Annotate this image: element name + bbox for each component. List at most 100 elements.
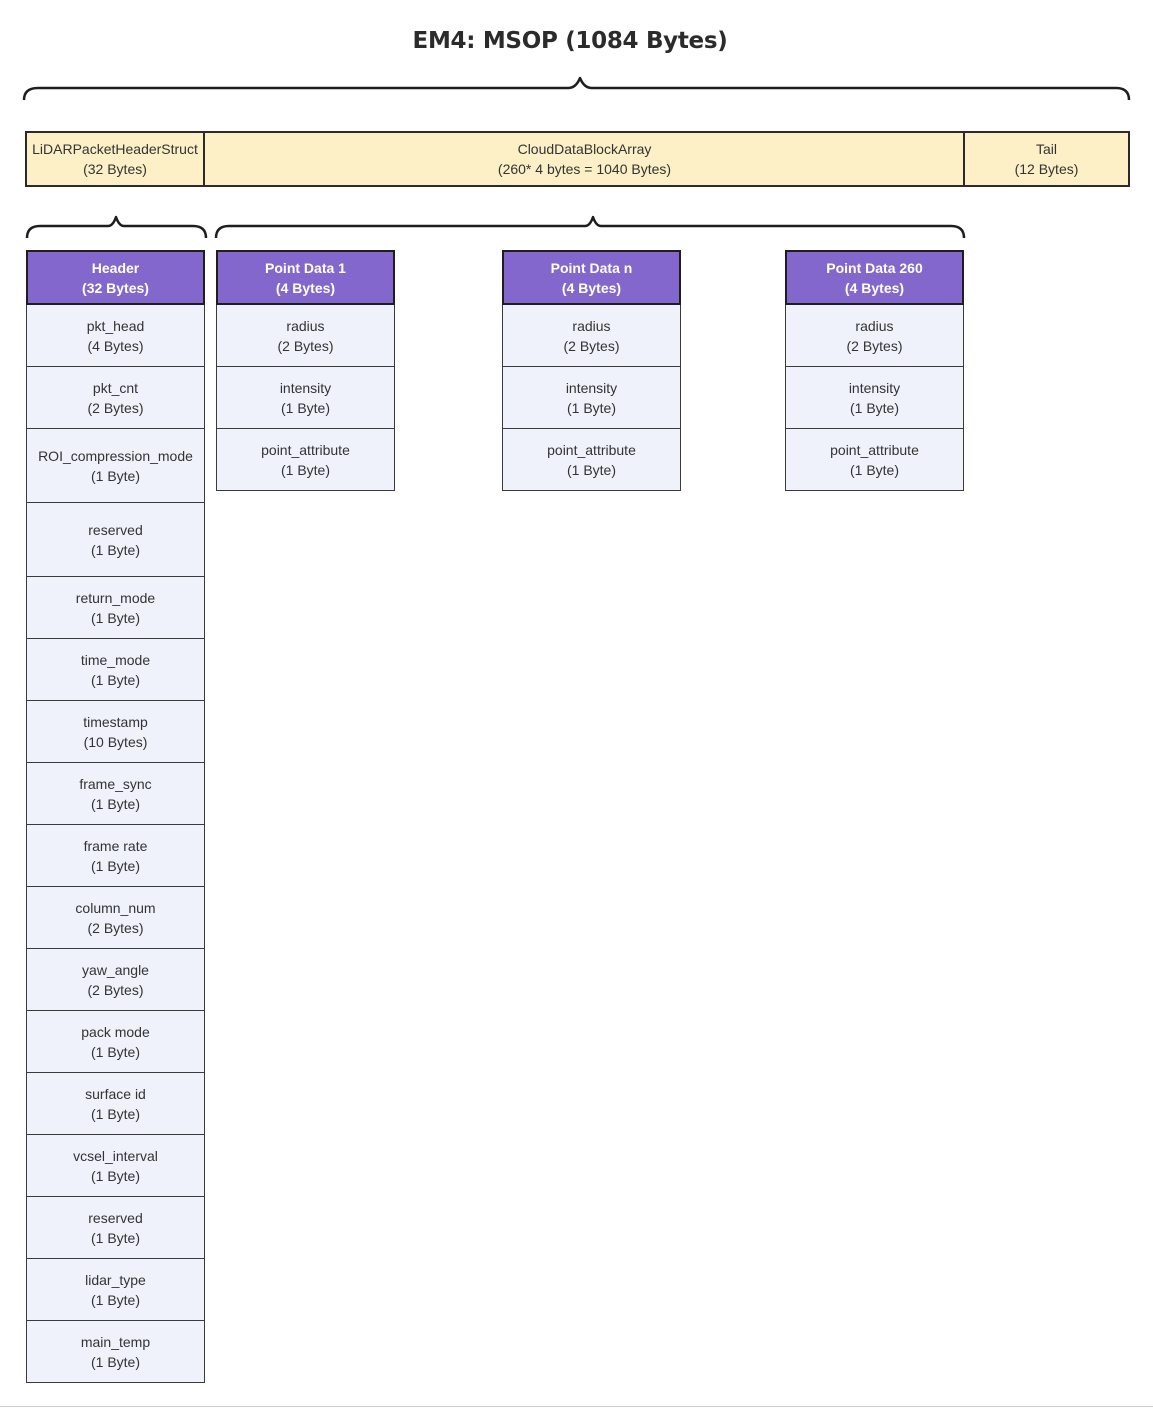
block-size: (4 Bytes): [275, 279, 336, 296]
point-data-260-column: Point Data 260 (4 Bytes) radius (2 Bytes…: [785, 250, 964, 491]
field-name: point_attribute: [547, 441, 636, 458]
diagram-title: EM4: MSOP (1084 Bytes): [412, 28, 728, 54]
field-name: frame_sync: [79, 775, 152, 792]
field-size: (1 Byte): [849, 399, 899, 416]
field-return-mode: return_mode (1 Byte): [26, 577, 205, 639]
field-size: (2 Bytes): [277, 337, 334, 354]
field-name: timestamp: [83, 713, 148, 730]
field-reserved-2: reserved (1 Byte): [26, 1197, 205, 1259]
field-size: (2 Bytes): [87, 399, 144, 416]
segment-cloud-data-block-array: CloudDataBlockArray (260* 4 bytes = 1040…: [203, 131, 966, 187]
point-data-n-column: Point Data n (4 Bytes) radius (2 Bytes) …: [502, 250, 681, 491]
point-data-260-title: Point Data 260 (4 Bytes): [785, 250, 964, 305]
field-name: intensity: [565, 379, 618, 396]
segment-name: CloudDataBlockArray: [517, 141, 652, 157]
field-name: point_attribute: [830, 441, 919, 458]
field-size: (1 Byte): [90, 671, 140, 688]
block-name: Point Data 260: [826, 259, 923, 276]
field-intensity: intensity (1 Byte): [502, 367, 681, 429]
field-name: surface id: [85, 1085, 146, 1102]
field-size: (1 Byte): [90, 541, 140, 558]
field-radius: radius (2 Bytes): [502, 305, 681, 367]
field-name: reserved: [88, 1209, 143, 1226]
field-pkt-cnt: pkt_cnt (2 Bytes): [26, 367, 205, 429]
point-data-n-title: Point Data n (4 Bytes): [502, 250, 681, 305]
field-timestamp: timestamp (10 Bytes): [26, 701, 205, 763]
block-name: Point Data n: [550, 259, 633, 276]
field-size: (2 Bytes): [87, 919, 144, 936]
field-name: lidar_type: [85, 1271, 146, 1288]
point-data-1-column: Point Data 1 (4 Bytes) radius (2 Bytes) …: [216, 250, 395, 491]
field-name: ROI_compression_mode: [38, 447, 193, 464]
field-radius: radius (2 Bytes): [785, 305, 964, 367]
field-reserved-1: reserved (1 Byte): [26, 503, 205, 577]
field-frame-rate: frame rate (1 Byte): [26, 825, 205, 887]
field-name: radius: [572, 317, 611, 334]
segment-name: LiDARPacketHeaderStruct: [32, 141, 198, 157]
field-size: (2 Bytes): [846, 337, 903, 354]
segment-size: (32 Bytes): [83, 161, 147, 177]
field-column-num: column_num (2 Bytes): [26, 887, 205, 949]
field-pkt-head: pkt_head (4 Bytes): [26, 305, 205, 367]
field-time-mode: time_mode (1 Byte): [26, 639, 205, 701]
field-name: radius: [286, 317, 325, 334]
field-pack-mode: pack mode (1 Byte): [26, 1011, 205, 1073]
segment-tail: Tail (12 Bytes): [963, 131, 1130, 187]
block-size: (4 Bytes): [844, 279, 905, 296]
field-name: intensity: [848, 379, 901, 396]
field-size: (4 Bytes): [87, 337, 144, 354]
brace-layer: [22, 76, 1131, 239]
field-name: pack mode: [81, 1023, 150, 1040]
field-size: (2 Bytes): [563, 337, 620, 354]
field-size: (1 Byte): [90, 1167, 140, 1184]
field-vcsel-interval: vcsel_interval (1 Byte): [26, 1135, 205, 1197]
field-size: (1 Byte): [90, 1353, 140, 1370]
field-size: (10 Bytes): [83, 733, 148, 750]
field-point-attribute: point_attribute (1 Byte): [785, 429, 964, 491]
field-name: intensity: [279, 379, 332, 396]
top-brace: [22, 76, 1131, 101]
field-lidar-type: lidar_type (1 Byte): [26, 1259, 205, 1321]
field-point-attribute: point_attribute (1 Byte): [502, 429, 681, 491]
field-size: (1 Byte): [566, 399, 616, 416]
field-main-temp: main_temp (1 Byte): [26, 1321, 205, 1383]
field-name: main_temp: [80, 1333, 151, 1350]
field-surface-id: surface id (1 Byte): [26, 1073, 205, 1135]
block-size: (32 Bytes): [82, 279, 149, 296]
field-name: vcsel_interval: [73, 1147, 158, 1164]
header-brace: [25, 215, 208, 239]
segment-size: (12 Bytes): [1014, 161, 1079, 177]
field-name: time_mode: [80, 651, 151, 668]
page-bottom-divider: [0, 1406, 1153, 1407]
segment-lidar-packet-header: LiDARPacketHeaderStruct (32 Bytes): [25, 131, 205, 187]
point-data-1-title: Point Data 1 (4 Bytes): [216, 250, 395, 305]
field-name: column_num: [75, 899, 156, 916]
field-yaw-angle: yaw_angle (2 Bytes): [26, 949, 205, 1011]
field-size: (1 Byte): [280, 399, 330, 416]
field-size: (1 Byte): [90, 1291, 140, 1308]
segment-size: (260* 4 bytes = 1040 Bytes): [497, 161, 672, 177]
points-brace: [214, 215, 966, 239]
field-size: (2 Bytes): [87, 981, 144, 998]
field-size: (1 Byte): [90, 1105, 140, 1122]
field-name: yaw_angle: [82, 961, 149, 978]
field-name: point_attribute: [261, 441, 350, 458]
field-name: radius: [855, 317, 894, 334]
field-radius: radius (2 Bytes): [216, 305, 395, 367]
header-column: Header (32 Bytes) pkt_head (4 Bytes) pkt…: [26, 250, 205, 1383]
field-roi-compression-mode: ROI_compression_mode (1 Byte): [26, 429, 205, 503]
field-name: pkt_head: [86, 317, 145, 334]
field-size: (1 Byte): [90, 1229, 140, 1246]
field-name: pkt_cnt: [92, 379, 139, 396]
header-column-title: Header (32 Bytes): [26, 250, 205, 305]
segment-name: Tail: [1035, 141, 1057, 157]
field-frame-sync: frame_sync (1 Byte): [26, 763, 205, 825]
field-intensity: intensity (1 Byte): [785, 367, 964, 429]
field-point-attribute: point_attribute (1 Byte): [216, 429, 395, 491]
field-size: (1 Byte): [90, 795, 140, 812]
field-size: (1 Byte): [849, 461, 899, 478]
field-intensity: intensity (1 Byte): [216, 367, 395, 429]
field-size: (1 Byte): [90, 609, 140, 626]
field-size: (1 Byte): [280, 461, 330, 478]
field-size: (1 Byte): [90, 467, 140, 484]
